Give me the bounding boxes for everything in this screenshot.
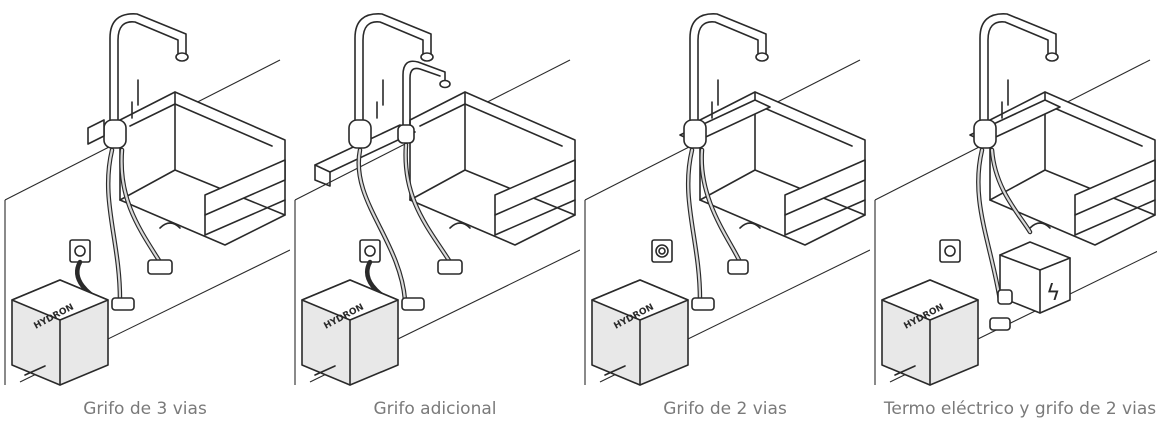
lightning-icon: ϟ (1046, 281, 1061, 306)
tap-valve-handle (87, 119, 105, 145)
water-unit (11, 279, 109, 386)
two-way-tap-installation-illustration: HYDRON (584, 13, 870, 386)
panel-electric-heater: ϟ HYDRON Termo eléctrico y grifo de 2 vi… (870, 0, 1157, 447)
three-way-tap-installation-illustration: HYDRON (4, 13, 290, 386)
additional-tap-installation-illustration: HYDRON (294, 13, 580, 386)
electric-heater-installation-illustration: ϟ HYDRON (874, 13, 1157, 386)
caption-additional-tap: Grifo adicional (373, 399, 497, 419)
second-tap (397, 60, 451, 144)
angle-valve (111, 259, 173, 311)
panel-additional-tap: HYDRON Grifo adicional (290, 0, 580, 447)
angle-valve (691, 259, 749, 311)
panel-three-way-tap: HYDRON Grifo de 3 vias (0, 0, 290, 447)
caption-electric-heater: Termo eléctrico y grifo de 2 vias (883, 399, 1157, 419)
panel-two-way-tap: HYDRON Grifo de 2 vias (580, 0, 870, 447)
caption-two-way-tap: Grifo de 2 vias (663, 399, 787, 419)
angle-valve (401, 259, 463, 311)
angle-valve (989, 289, 1013, 331)
caption-three-way-tap: Grifo de 3 vias (83, 399, 207, 419)
wall-socket-round (651, 239, 673, 263)
